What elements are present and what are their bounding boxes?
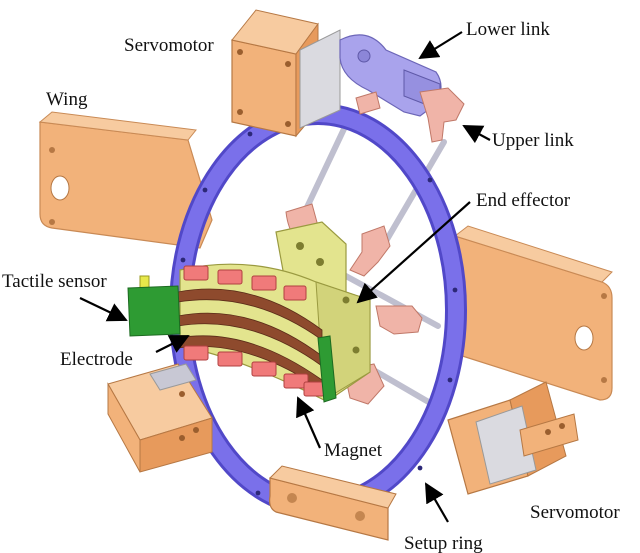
- arrow-tactile-sensor: [79, 297, 128, 322]
- arrow-lower-link: [418, 31, 463, 60]
- label-servomotor-top: Servomotor: [124, 35, 214, 56]
- label-tactile-sensor: Tactile sensor: [2, 271, 107, 292]
- left-wing: [38, 111, 213, 249]
- arrow-end-effector: [356, 201, 471, 304]
- upper-link-top: [355, 87, 465, 143]
- magnets: [183, 265, 325, 397]
- tactile-sensor: [127, 275, 181, 337]
- label-lower-link: Lower link: [466, 19, 550, 40]
- bottom-mount: [269, 465, 397, 541]
- arrow-upper-link: [462, 125, 491, 144]
- label-electrode: Electrode: [60, 349, 133, 370]
- label-upper-link: Upper link: [492, 130, 574, 151]
- electrode-strips: [177, 288, 323, 391]
- label-magnet: Magnet: [324, 440, 383, 461]
- bottom-right-servomotor: [447, 381, 579, 495]
- green-tip: [317, 335, 337, 403]
- label-wing: Wing: [46, 89, 88, 110]
- label-setup-ring: Setup ring: [404, 533, 483, 553]
- label-servomotor-bottom: Servomotor: [530, 502, 620, 523]
- label-end-effector: End effector: [476, 190, 571, 211]
- arrow-setup-ring: [425, 482, 449, 523]
- top-servomotor: [231, 9, 341, 138]
- right-wing: [453, 225, 613, 401]
- arrow-electrode: [155, 335, 190, 353]
- bottom-left-servomotor: [107, 363, 213, 473]
- annotation-arrows: [79, 31, 491, 523]
- arrow-magnet: [296, 396, 322, 449]
